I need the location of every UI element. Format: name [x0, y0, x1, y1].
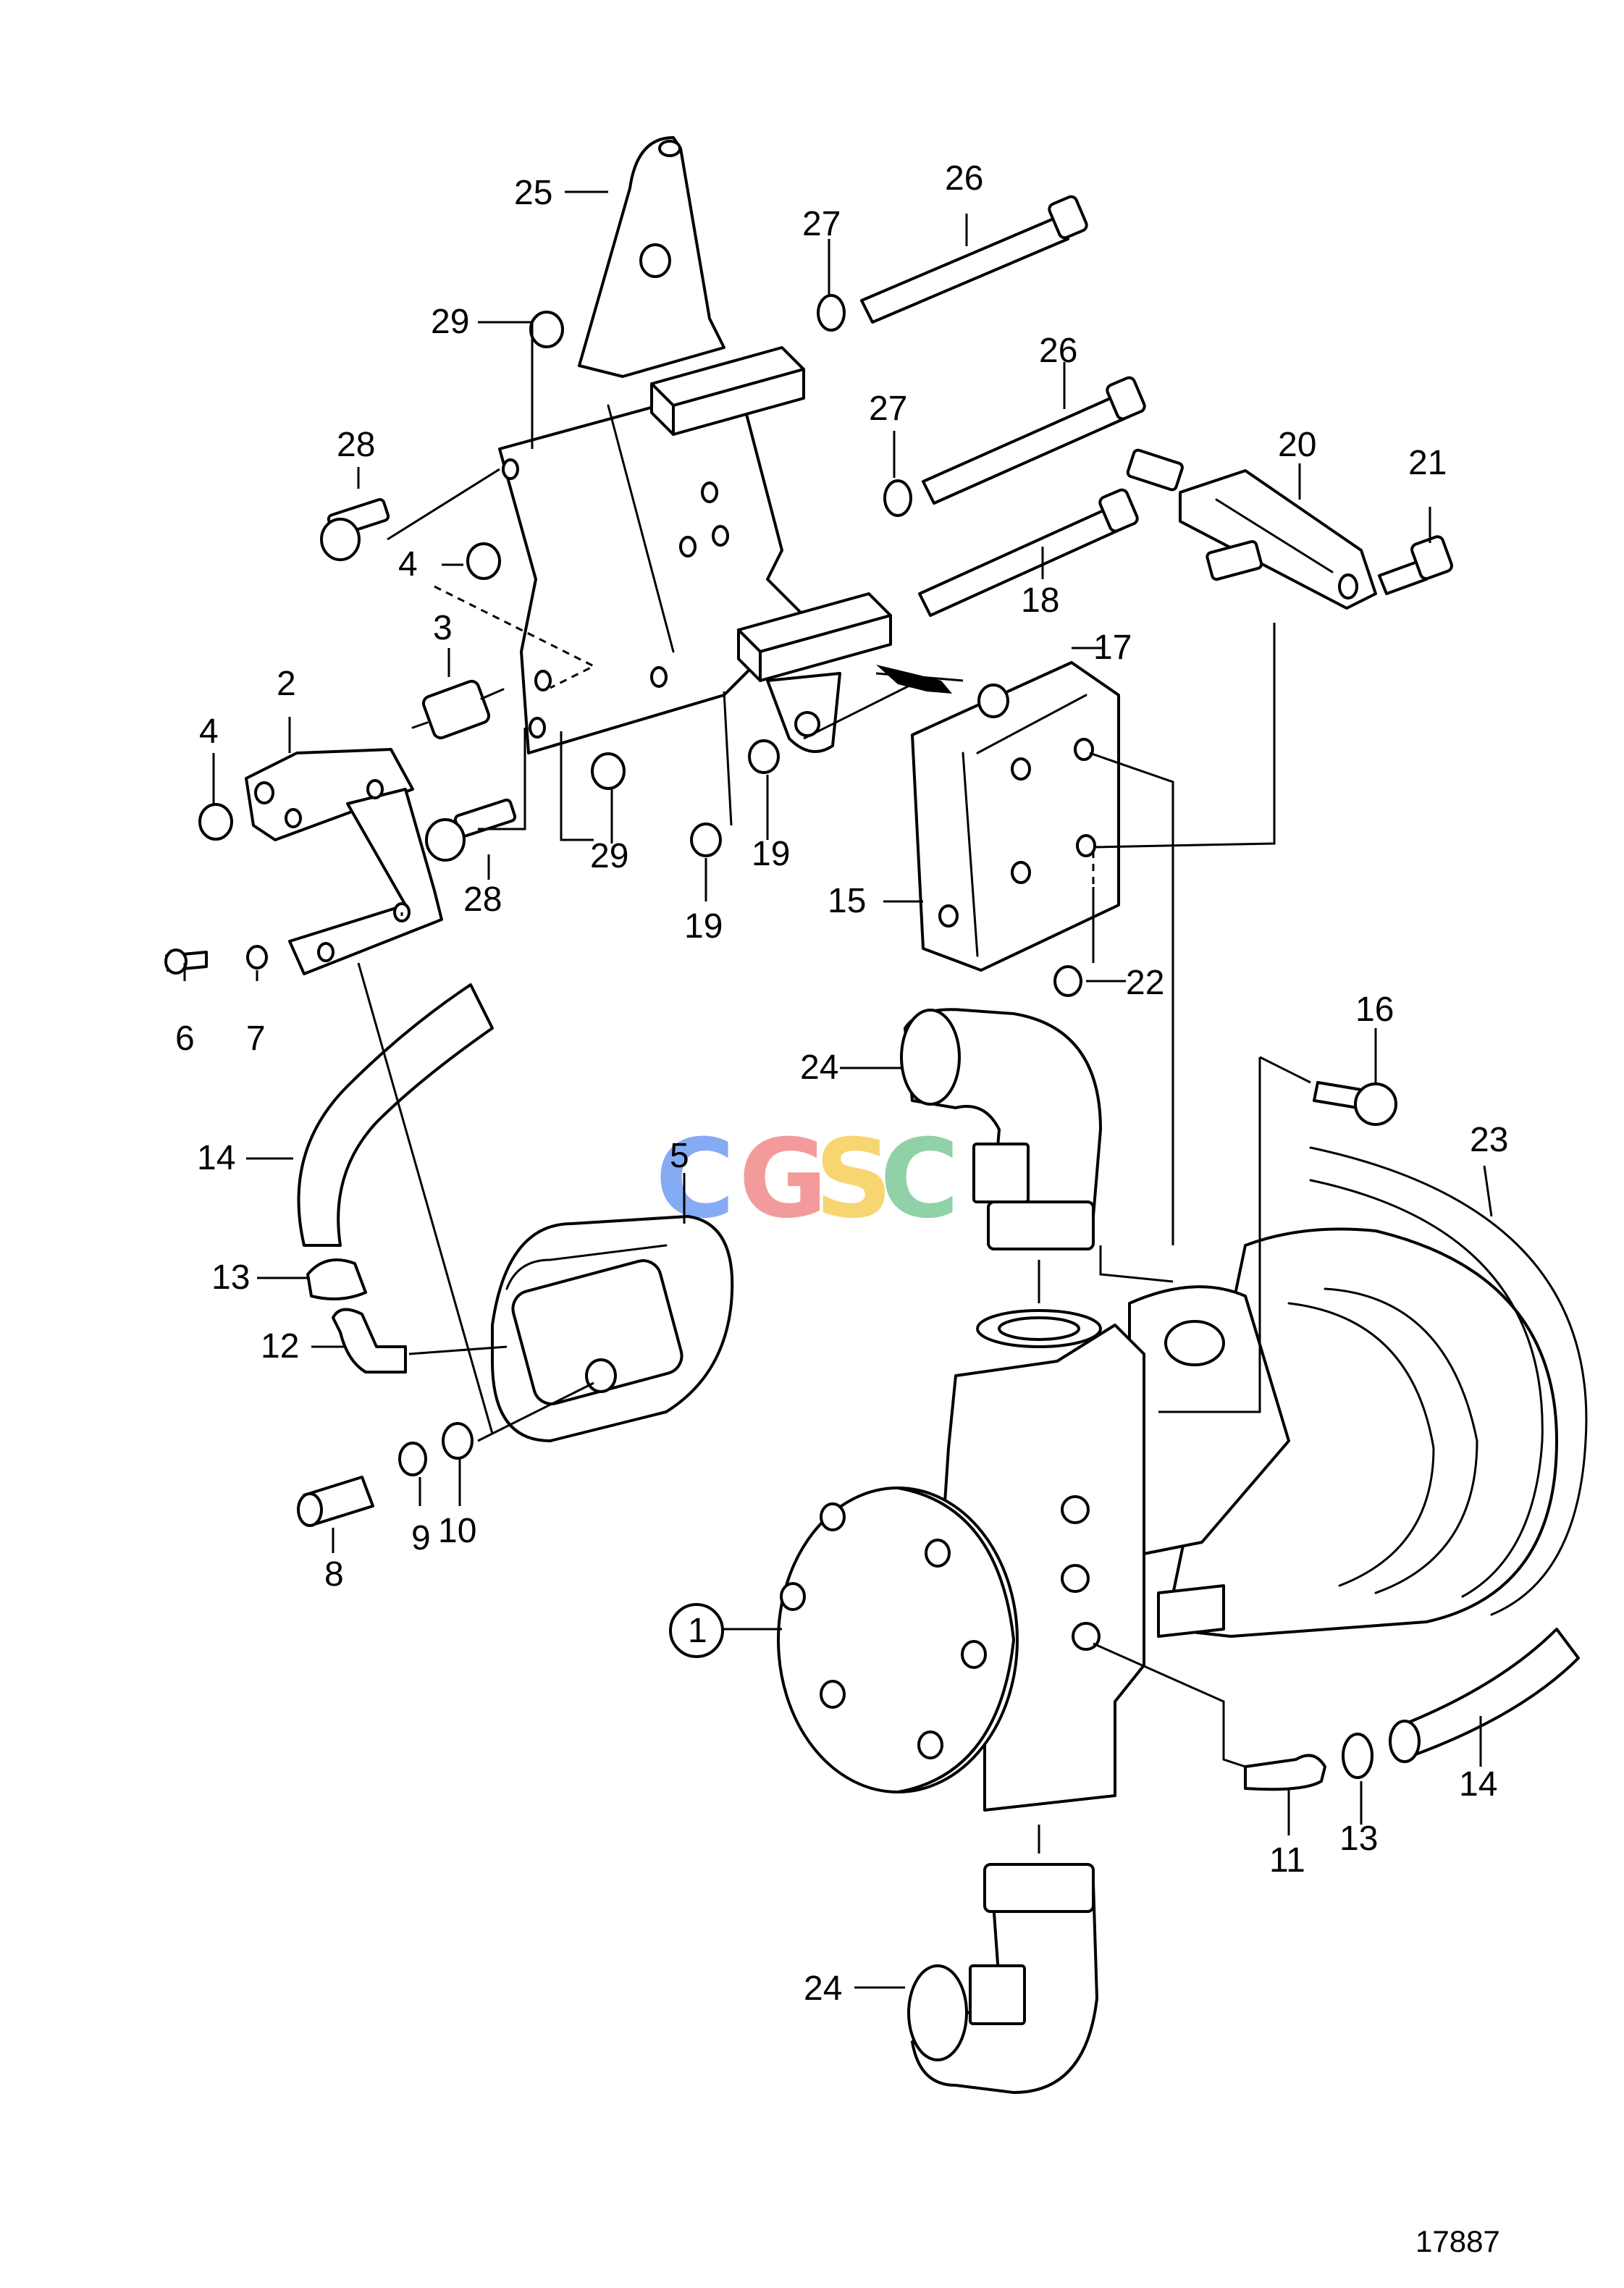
callout-27-top: 27 — [802, 205, 841, 243]
callout-4-left: 4 — [199, 712, 219, 751]
callout-2: 2 — [277, 665, 296, 703]
hose-right-part — [1396, 1628, 1580, 1757]
callout-7: 7 — [246, 1019, 266, 1058]
callout-28-bottom: 28 — [463, 880, 502, 919]
callout-14-right: 14 — [1459, 1765, 1497, 1804]
callout-10: 10 — [438, 1512, 476, 1550]
callout-1-circle — [669, 1603, 724, 1658]
callout-27-middle: 27 — [869, 390, 907, 428]
callout-22: 22 — [1126, 964, 1164, 1002]
leader-lines — [183, 190, 1493, 1989]
pump-cover-part — [491, 1215, 734, 1442]
hose-left-part — [297, 983, 494, 1247]
mounting-plate-part — [911, 661, 1120, 997]
tension-bracket-part — [1126, 448, 1453, 610]
callout-17: 17 — [1093, 628, 1132, 667]
lower-bracket-part — [245, 748, 443, 975]
drive-belt-inner-edge — [1309, 1179, 1544, 1598]
drive-belt-part — [1309, 1146, 1588, 1616]
callout-9: 9 — [411, 1519, 431, 1557]
callout-26-middle: 26 — [1039, 332, 1077, 370]
callout-23: 23 — [1470, 1121, 1508, 1159]
bushing-part — [411, 679, 505, 740]
elbow-fitting-bottom-part — [907, 1863, 1098, 2094]
callout-5: 5 — [670, 1137, 689, 1175]
callout-24-bottom: 24 — [804, 1969, 842, 2008]
drain-fittings — [297, 1422, 474, 1527]
callout-14-left: 14 — [197, 1139, 235, 1177]
callout-11: 11 — [1269, 1841, 1305, 1880]
elbow-fitting-right-part — [1244, 1754, 1326, 1791]
long-bolts — [817, 195, 1146, 617]
callout-26-top: 26 — [945, 159, 983, 198]
callout-12: 12 — [261, 1327, 299, 1366]
callout-18: 18 — [1021, 581, 1059, 620]
callout-20: 20 — [1278, 426, 1316, 464]
callout-6: 6 — [175, 1019, 195, 1058]
callout-29-top: 29 — [431, 303, 469, 341]
elbow-fitting-top-part — [900, 1008, 1102, 1250]
callout-13-left: 13 — [211, 1258, 250, 1297]
callout-21: 21 — [1408, 444, 1447, 482]
callout-1: 1 — [688, 1612, 707, 1650]
watermark-logo: C G S C — [655, 1116, 959, 1242]
callout-28-top: 28 — [337, 426, 375, 464]
callout-3: 3 — [433, 609, 453, 647]
drawing-number: 17887 — [1415, 2224, 1500, 2258]
clamp-right-part — [1342, 1733, 1373, 1779]
direction-arrow — [876, 665, 952, 694]
clamp-left-part — [306, 1258, 367, 1300]
callout-labels: 1 2 3 4 4 5 6 7 8 9 10 11 12 13 13 14 14… — [175, 159, 1508, 2008]
watermark-letter-3: S — [815, 1116, 893, 1242]
upper-bracket-part — [498, 136, 892, 754]
elbow-fitting-left-part — [332, 1308, 407, 1374]
callout-16: 16 — [1355, 991, 1394, 1029]
bolt-16-part — [1313, 1081, 1397, 1126]
sea-water-pump-part — [777, 1227, 1558, 1812]
callout-25: 25 — [514, 174, 552, 212]
callout-13-right: 13 — [1339, 1820, 1378, 1858]
callout-29-bottom: 29 — [590, 837, 628, 875]
callout-15: 15 — [828, 882, 866, 920]
watermark-letter-2: G — [739, 1116, 828, 1242]
watermark-letter-4: C — [880, 1116, 959, 1242]
callout-8: 8 — [324, 1555, 344, 1594]
small-fasteners — [164, 311, 780, 975]
callout-19-right: 19 — [752, 835, 790, 873]
callout-24-top: 24 — [800, 1048, 838, 1087]
callout-19-left: 19 — [684, 907, 723, 946]
callout-4-upper: 4 — [398, 545, 418, 584]
